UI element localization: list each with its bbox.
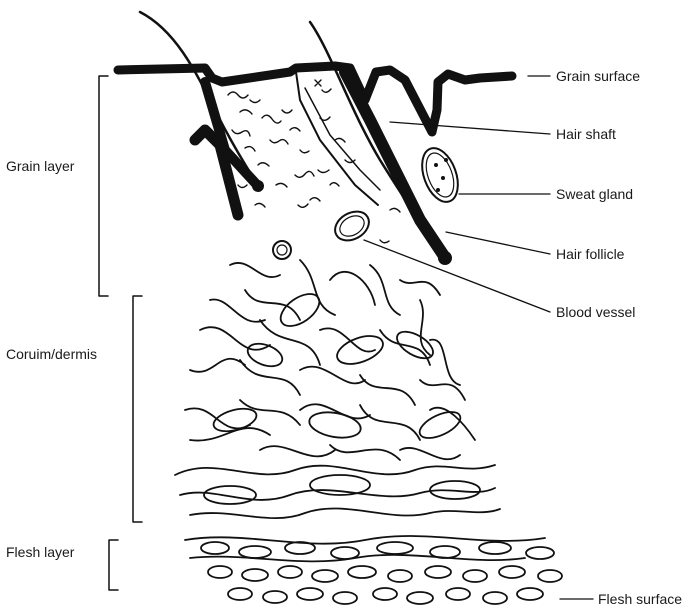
label-sweat-gland: Sweat gland: [556, 186, 633, 202]
flesh-layer-cells: [185, 536, 562, 604]
label-grain-surface: Grain surface: [556, 68, 640, 84]
leader-hair-follicle: [446, 232, 550, 254]
bracket-corium: [133, 296, 142, 522]
label-flesh-surface: Flesh surface: [598, 591, 682, 607]
label-hair-follicle: Hair follicle: [556, 246, 624, 262]
bracket-grain-layer: [99, 76, 108, 296]
label-grain-layer: Grain layer: [6, 158, 74, 174]
grain-surface-band: [118, 66, 512, 132]
grain-layer-illustration: [118, 12, 512, 265]
label-flesh-layer: Flesh layer: [6, 544, 74, 560]
leader-blood-vessel: [364, 240, 550, 312]
hair-shaft-left: [140, 12, 258, 185]
label-hair-shaft: Hair shaft: [556, 126, 616, 142]
left-brackets: [99, 76, 142, 590]
bracket-flesh-layer: [109, 540, 118, 590]
leader-lines: [364, 76, 593, 599]
label-corium-dermis: Coruim/dermis: [6, 346, 97, 362]
label-blood-vessel: Blood vessel: [556, 304, 635, 320]
corium-fibres: [175, 260, 500, 518]
leader-hair-shaft: [390, 122, 550, 134]
blood-vessel: [330, 206, 374, 247]
sweat-gland: [415, 143, 464, 207]
